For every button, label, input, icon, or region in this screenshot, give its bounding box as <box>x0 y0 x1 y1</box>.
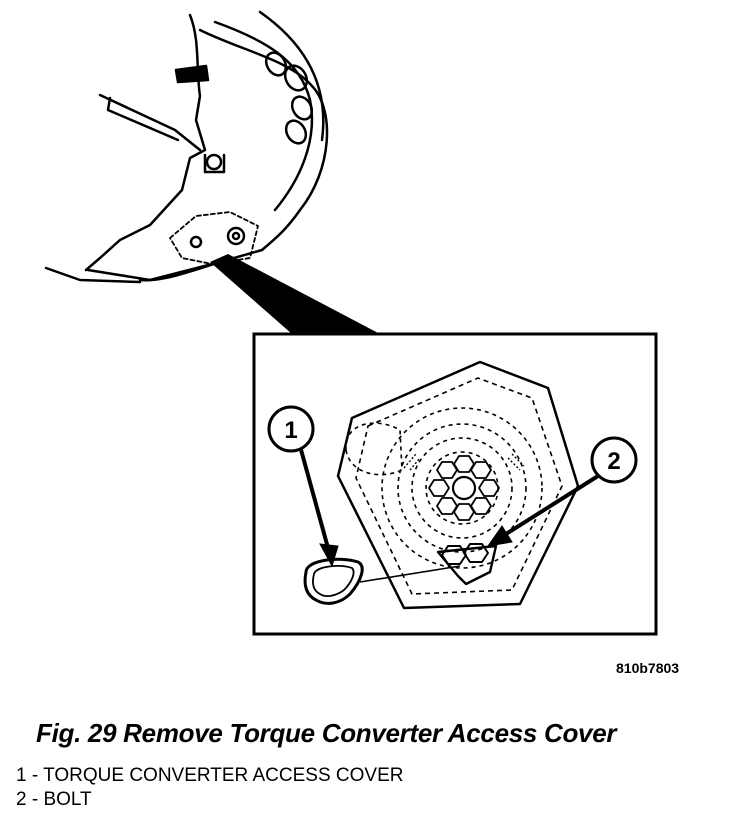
callout-1: 1 <box>267 405 315 453</box>
callout-1-number: 1 <box>284 417 297 444</box>
legend-item-2: 2 - BOLT <box>16 789 92 810</box>
access-cover-part <box>303 557 364 605</box>
figure-code: 810b7803 <box>616 660 680 676</box>
diagram-illustration: 1 2 <box>44 10 658 636</box>
callout-2: 2 <box>590 436 638 484</box>
legend-item-1: 1 - TORQUE CONVERTER ACCESS COVER <box>16 765 404 786</box>
callout-2-number: 2 <box>607 448 620 475</box>
figure-legend: 1 - TORQUE CONVERTER ACCESS COVER 2 - BO… <box>16 764 403 812</box>
access-plate-detail <box>336 360 580 610</box>
transmission-housing <box>44 10 329 284</box>
zoom-pointer <box>210 254 380 334</box>
callout-arrows <box>298 445 600 568</box>
figure-caption: Fig. 29 Remove Torque Converter Access C… <box>36 718 617 748</box>
